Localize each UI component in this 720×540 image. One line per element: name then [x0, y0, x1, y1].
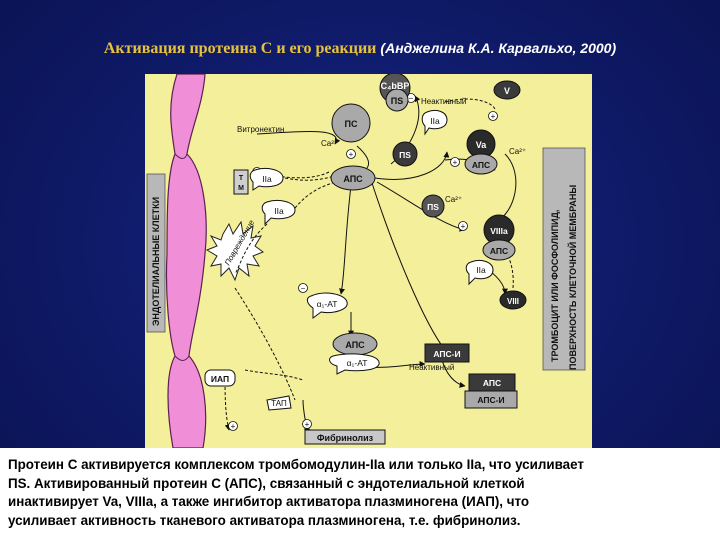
tap-node: ТАП [266, 395, 292, 411]
viii-label: VIII [507, 297, 519, 306]
tm-iia-complex: T M IIa [233, 167, 284, 195]
aps-center-node: АПС [330, 165, 376, 191]
ps-mid-node: ПS [392, 141, 418, 167]
fibrinolysis-label: Фибринолиз [317, 433, 374, 443]
iap-node: ИАП [204, 369, 236, 387]
tap-label: ТАП [271, 399, 287, 408]
iia-right-bubble: IIa [465, 259, 494, 286]
title-author: (Анджелина К.А. Карвальхо, 2000) [380, 40, 617, 56]
fibrinolysis-box: Фибринолиз [304, 429, 386, 445]
iia-top-label: IIa [430, 116, 440, 126]
caption-line-4: усиливает активность тканевого активатор… [8, 512, 521, 528]
slide-title: Активация протеина С и его реакции (Андж… [0, 40, 720, 58]
diagram-svg: ЭНДОТЕЛИАЛЬНЫЕ КЛЕТКИ ТРОМБОЦИТ ИЛИ ФОСФ… [146, 74, 586, 448]
platelet-label-1: ТРОМБОЦИТ ИЛИ ФОСФОЛИПИД, [550, 210, 560, 362]
plus-marker-4: + [453, 158, 458, 167]
factor-v: V [493, 80, 521, 100]
iap-label: ИАП [211, 374, 229, 384]
protein-s-node: ПС [331, 103, 371, 143]
viiia-aps-complex: VIIIa АПС [482, 214, 516, 261]
a1at-complex-label: α₁-AT [347, 358, 368, 368]
caption-line-2: ПS. Активированный протеин С (АПС), связ… [8, 475, 525, 491]
factor-v-label: V [504, 86, 510, 96]
iia-left-bubble: IIa [261, 199, 296, 226]
aps-center-label: АПС [343, 174, 363, 184]
right-label-box [542, 147, 586, 371]
ca-label-2: Ca²⁺ [509, 147, 526, 156]
plus-marker-1: + [491, 112, 496, 121]
minus-marker-2: − [301, 284, 306, 293]
title-main: Активация протеина С и его реакции [103, 40, 377, 57]
a1at-label: α₁-AT [317, 299, 338, 309]
vitronectin-label: Витронектин [237, 125, 284, 134]
aps-i-label: АПС-И [433, 349, 460, 359]
minus-marker-1: − [409, 94, 414, 103]
va-label: Va [476, 140, 488, 150]
inactive-label-top: Неактивный [421, 97, 466, 106]
aps-bottom-label: АПС [483, 378, 501, 388]
aps-i-bottom-label: АПС-И [477, 395, 504, 405]
caption-line-1: Протеин С активируется комплексом тромбо… [8, 457, 584, 472]
protein-s-label: ПС [345, 119, 358, 129]
caption-line-3: инактивирует Va, VIIIa, а также ингибито… [8, 494, 530, 509]
c4bbp-label: C₄bBP [381, 81, 410, 91]
a1at-bubble: α₁-AT [306, 292, 348, 319]
viiia-label: VIIIa [490, 226, 508, 236]
factor-viii-node: VIII [499, 290, 527, 310]
va-aps-complex: Va АПС [464, 129, 498, 175]
cell-gap-line [174, 153, 190, 361]
platelet-label-2: ПОВЕРХНОСТЬ КЛЕТОЧНОЙ МЕМБРАНЫ [567, 185, 578, 370]
iia-tm-label: IIa [262, 174, 272, 184]
left-label-box [146, 173, 166, 333]
plus-marker-2: + [349, 150, 354, 159]
aps-viiia-label: АПС [490, 246, 508, 256]
c4bbp-complex: C₄bBP ПS [379, 74, 411, 112]
caption-box: Протеин С активируется комплексом тромбо… [0, 448, 720, 540]
endothelial-cell-strip [165, 74, 207, 448]
aps-a1at-complex: АПС α₁-AT [329, 332, 380, 375]
ca-label-3: Ca²⁺ [445, 195, 462, 204]
aps-va-label: АПС [472, 160, 490, 170]
endothelial-label: ЭНДОТЕЛИАЛЬНЫЕ КЛЕТКИ [151, 197, 161, 326]
ps-lower-label: ПS [427, 202, 439, 212]
iia-right-label: IIa [476, 265, 486, 275]
iia-top-bubble: IIa [421, 109, 448, 136]
ps-mid-label: ПS [399, 150, 411, 160]
aps-i-box: АПС-И [424, 343, 470, 363]
ca-label-1: Ca²⁺ [321, 139, 338, 148]
plus-marker-5: + [461, 222, 466, 231]
plus-marker-7: + [305, 420, 310, 429]
plus-marker-6: + [231, 422, 236, 431]
ps-top-label: ПS [391, 96, 403, 106]
damage-starburst [205, 220, 265, 282]
tm-label-m: M [238, 185, 244, 192]
inactive-label-mid: Неактивный [409, 363, 454, 372]
ps-lower-node: ПS [421, 194, 445, 218]
tm-label-t: T [239, 175, 244, 182]
aps-complex-label: АПС [345, 340, 365, 350]
plus-minus-markers: − + + + + + − + + [228, 93, 498, 431]
aps-bottom-complex: АПС АПС-И [464, 373, 518, 409]
iia-left-label: IIa [274, 206, 284, 216]
protein-c-diagram: ЭНДОТЕЛИАЛЬНЫЕ КЛЕТКИ ТРОМБОЦИТ ИЛИ ФОСФ… [145, 74, 592, 448]
